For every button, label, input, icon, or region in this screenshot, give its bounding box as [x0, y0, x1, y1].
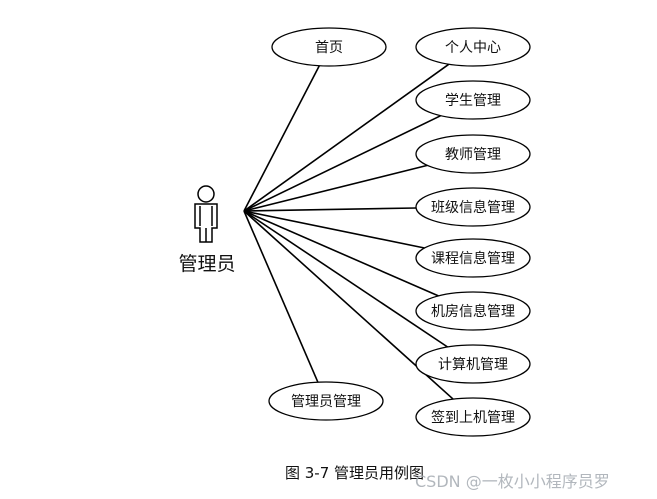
use-case: 计算机管理	[415, 344, 531, 384]
use-case: 管理员管理	[268, 381, 384, 421]
association-line	[243, 164, 428, 212]
use-case-ellipse	[415, 344, 531, 384]
association-line	[243, 210, 449, 348]
association-lines	[243, 63, 454, 400]
use-case: 签到上机管理	[415, 397, 531, 437]
use-case: 学生管理	[415, 80, 531, 120]
use-case-label: 学生管理	[445, 93, 501, 109]
use-case-ellipse	[268, 381, 384, 421]
use-cases: 首页 个人中心学生管理教师管理班级信息管理课程信息管理机房信息管理计算机管理签到上…	[268, 27, 531, 437]
use-case: 个人中心	[415, 27, 531, 67]
use-case: 机房信息管理	[415, 291, 531, 331]
actor-label: 管理员	[178, 253, 235, 275]
watermark: CSDN @一枚小小程序员罗	[415, 472, 610, 491]
use-case-label: 签到上机管理	[431, 409, 515, 426]
association-line	[243, 65, 321, 212]
figure-caption: 图 3-7 管理员用例图	[285, 464, 425, 482]
use-case-ellipse	[415, 27, 531, 67]
use-case-label: 管理员管理	[291, 394, 361, 410]
association-line	[243, 210, 319, 383]
use-case: 首页	[271, 27, 387, 67]
use-case-ellipse	[271, 27, 387, 67]
use-case-label: 首页	[315, 40, 343, 56]
use-case-ellipse	[415, 238, 531, 278]
actor-head	[197, 185, 215, 203]
use-case-ellipse	[415, 134, 531, 174]
association-line	[243, 210, 439, 297]
use-case-ellipse	[415, 80, 531, 120]
use-case-label: 课程信息管理	[431, 250, 515, 267]
association-line	[243, 210, 425, 249]
use-case-label: 教师管理	[445, 147, 501, 163]
association-line	[243, 207, 417, 212]
use-case-ellipse	[415, 291, 531, 331]
use-case-label: 个人中心	[445, 40, 501, 56]
use-case-ellipse	[415, 397, 531, 437]
use-case: 班级信息管理	[415, 187, 531, 227]
use-case: 教师管理	[415, 134, 531, 174]
use-case-ellipse	[415, 187, 531, 227]
association-line	[243, 114, 442, 212]
use-case-label: 计算机管理	[438, 357, 508, 373]
use-case-label: 班级信息管理	[431, 199, 515, 216]
use-case-label: 机房信息管理	[431, 303, 515, 320]
actor-figure	[194, 185, 218, 243]
use-case: 课程信息管理	[415, 238, 531, 278]
association-line	[243, 63, 450, 212]
